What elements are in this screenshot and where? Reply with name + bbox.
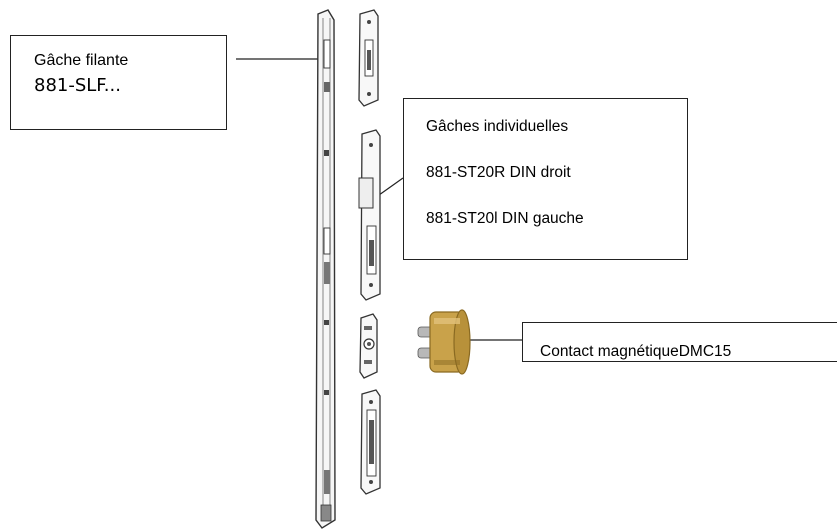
label-sliding-strike: Gâche filante 881-SLF...: [10, 35, 227, 130]
strike-plate-top: [358, 9, 379, 107]
strike-plate-small: [359, 313, 378, 379]
sliding-strike-plate: [315, 9, 336, 529]
magnetic-contact-image: [417, 309, 471, 375]
label-magnetic-contact: Contact magnétiqueDMC15: [522, 322, 837, 362]
individual-strike-right: 881-ST20R DIN droit: [426, 164, 571, 181]
label-individual-strikes: Gâches individuelles 881-ST20R DIN droit…: [403, 98, 688, 260]
magnetic-contact-text: Contact magnétiqueDMC15: [540, 343, 732, 360]
individual-strikes-title: Gâches individuelles: [426, 118, 569, 135]
sliding-strike-code: 881-SLF...: [34, 75, 121, 96]
individual-strike-plate: [358, 129, 381, 301]
individual-strike-left: 881-ST20l DIN gauche: [426, 210, 584, 227]
sliding-strike-title: Gâche filante: [34, 52, 129, 69]
strike-plate-bottom: [360, 389, 381, 495]
